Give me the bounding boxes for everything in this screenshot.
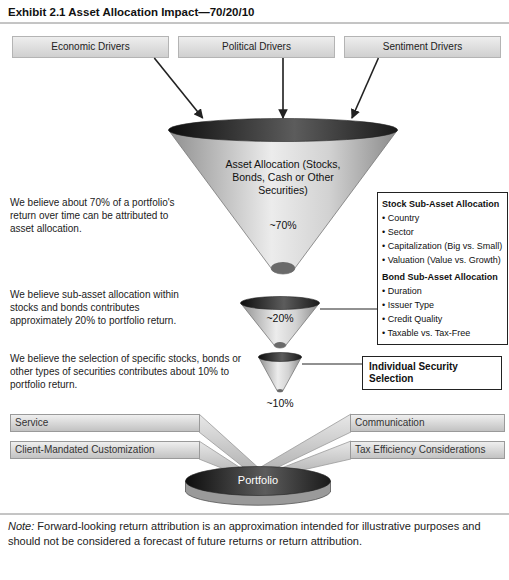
service-band: Tax Efficiency Considerations bbox=[350, 441, 505, 459]
node-text: ~10% bbox=[266, 397, 293, 410]
driver-box: Economic Drivers bbox=[12, 36, 169, 58]
side-note: We believe sub-asset allocation within s… bbox=[10, 288, 198, 327]
funnel-tip bbox=[274, 342, 286, 348]
portfolio-disc: Portfolio bbox=[185, 466, 331, 508]
driver-box: Sentiment Drivers bbox=[344, 36, 501, 58]
node-text: ~70% bbox=[269, 219, 296, 232]
funnel-tip bbox=[271, 262, 295, 274]
driver-arrow bbox=[154, 58, 202, 118]
leader-line bbox=[302, 364, 362, 365]
node-text: Stock Sub-Asset Allocation bbox=[382, 197, 503, 211]
service-band: Communication bbox=[350, 414, 505, 432]
note-rule bbox=[0, 514, 509, 515]
funnel-tip bbox=[277, 389, 283, 392]
sub-allocation-box: Stock Sub-Asset Allocation• Country• Sec… bbox=[377, 192, 508, 345]
note-text: Forward-looking return attribution is an… bbox=[8, 520, 481, 547]
node-text: Communication bbox=[355, 415, 504, 431]
node-text: • Duration bbox=[382, 284, 503, 298]
node-text: • Taxable vs. Tax-Free bbox=[382, 326, 503, 340]
funnel-rim bbox=[259, 353, 302, 362]
service-band: Service bbox=[10, 414, 200, 432]
node-text: ~20% bbox=[266, 312, 293, 325]
node-text: Client-Mandated Customization bbox=[15, 442, 199, 458]
security-box: Individual Security Selection bbox=[362, 356, 502, 390]
side-note: We believe the selection of specific sto… bbox=[10, 352, 246, 391]
note-text: Note: bbox=[8, 520, 34, 532]
node-text: • Credit Quality bbox=[382, 312, 503, 326]
funnel-rim bbox=[169, 119, 398, 142]
funnel-body bbox=[169, 130, 398, 274]
funnel-body bbox=[259, 357, 302, 392]
node-text: Asset Allocation (Stocks, Bonds, Cash or… bbox=[221, 158, 346, 197]
funnel-rim bbox=[241, 297, 320, 310]
node-text: Sentiment Drivers bbox=[345, 37, 500, 57]
service-band: Client-Mandated Customization bbox=[10, 441, 200, 459]
title-rule bbox=[0, 23, 509, 24]
funnel-large: Asset Allocation (Stocks, Bonds, Cash or… bbox=[168, 118, 398, 274]
node-text: • Sector bbox=[382, 225, 503, 239]
node-text: Individual Security Selection bbox=[369, 361, 495, 385]
side-note: We believe about 70% of a portfolio's re… bbox=[10, 196, 182, 235]
node-text: Tax Efficiency Considerations bbox=[355, 442, 504, 458]
driver-arrow bbox=[282, 58, 284, 118]
node-text: • Issuer Type bbox=[382, 298, 503, 312]
driver-box: Political Drivers bbox=[178, 36, 335, 58]
disc-outline bbox=[185, 466, 331, 508]
driver-arrow bbox=[352, 58, 378, 118]
exhibit-title: Exhibit 2.1 Asset Allocation Impact—70/2… bbox=[8, 6, 255, 18]
leader-line bbox=[320, 309, 377, 310]
node-text: Economic Drivers bbox=[13, 37, 168, 57]
node-text: Service bbox=[15, 415, 199, 431]
node-text: Bond Sub-Asset Allocation bbox=[382, 270, 503, 284]
node-text: • Country bbox=[382, 211, 503, 225]
funnel-small: ~10% bbox=[258, 352, 302, 412]
node-text: Political Drivers bbox=[179, 37, 334, 57]
note-block: Note:Forward-looking return attribution … bbox=[8, 519, 502, 549]
node-text: • Capitalization (Big vs. Small) bbox=[382, 239, 503, 253]
node-text: • Valuation (Value vs. Growth) bbox=[382, 253, 503, 267]
disc-top bbox=[186, 467, 331, 496]
node-text: Portfolio bbox=[238, 474, 278, 487]
funnel-medium: ~20% bbox=[240, 296, 320, 348]
